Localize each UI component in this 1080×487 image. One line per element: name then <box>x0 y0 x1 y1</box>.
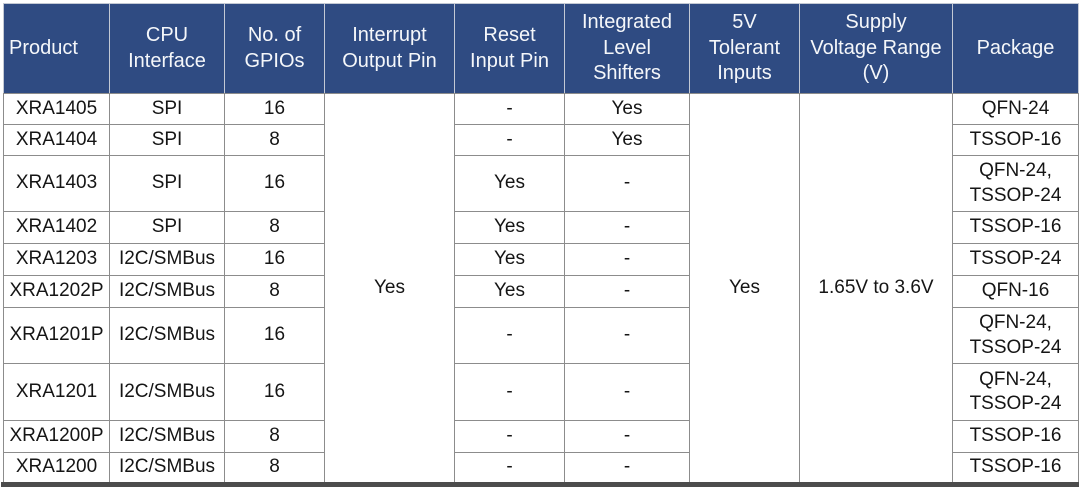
cell-package: TSSOP-16 <box>952 124 1079 156</box>
column-header-package: Package <box>952 3 1079 94</box>
table-row: XRA1200P I2C/SMBus 8 - - TSSOP-16 <box>3 420 1079 453</box>
cell-package: QFN-24 <box>952 93 1079 125</box>
cell-gpios: 8 <box>224 211 325 244</box>
cell-cpu-interface: SPI <box>109 93 225 125</box>
cell-gpios: 16 <box>224 363 325 421</box>
cell-cpu-interface: I2C/SMBus <box>109 275 225 308</box>
cell-package: TSSOP-16 <box>952 452 1079 483</box>
cell-product: XRA1404 <box>3 124 110 156</box>
table-row: XRA1200 I2C/SMBus 8 - - TSSOP-16 <box>3 452 1079 483</box>
cell-product: XRA1403 <box>3 155 110 212</box>
cell-package: QFN-24, TSSOP-24 <box>952 155 1079 212</box>
cell-product: XRA1201 <box>3 363 110 421</box>
cell-cpu-interface: SPI <box>109 155 225 212</box>
cell-gpios: 8 <box>224 275 325 308</box>
cell-supply-voltage-merged: 1.65V to 3.6V <box>799 93 953 483</box>
cell-cpu-interface: I2C/SMBus <box>109 363 225 421</box>
cell-gpios: 16 <box>224 307 325 364</box>
cell-package: QFN-24, TSSOP-24 <box>952 363 1079 421</box>
table-row: XRA1201 I2C/SMBus 16 - - QFN-24, TSSOP-2… <box>3 363 1079 421</box>
cell-cpu-interface: SPI <box>109 124 225 156</box>
cell-gpios: 16 <box>224 93 325 125</box>
cell-reset-input-pin: Yes <box>454 211 565 244</box>
cell-reset-input-pin: - <box>454 307 565 364</box>
table-row: XRA1405 SPI 16 Yes - Yes Yes 1.65V to 3.… <box>3 93 1079 483</box>
cell-level-shifters: - <box>564 275 690 308</box>
table-row: XRA1403 SPI 16 Yes - QFN-24, TSSOP-24 <box>3 155 1079 212</box>
cell-cpu-interface: I2C/SMBus <box>109 420 225 453</box>
cell-cpu-interface: I2C/SMBus <box>109 452 225 483</box>
cell-product: XRA1203 <box>3 243 110 276</box>
column-header-reset-input-pin: Reset Input Pin <box>454 3 565 94</box>
cell-level-shifters: Yes <box>564 93 690 125</box>
cell-level-shifters: - <box>564 363 690 421</box>
column-header-integrated-level-shifters: Integrated Level Shifters <box>564 3 690 94</box>
cell-product: XRA1200P <box>3 420 110 453</box>
cell-package: QFN-24, TSSOP-24 <box>952 307 1079 364</box>
cell-interrupt-output-pin-merged: Yes <box>324 93 455 483</box>
table-body: XRA1405 SPI 16 Yes - Yes Yes 1.65V to 3.… <box>3 93 1079 483</box>
cell-product: XRA1402 <box>3 211 110 244</box>
cell-package: QFN-16 <box>952 275 1079 308</box>
table-row: XRA1203 I2C/SMBus 16 Yes - TSSOP-24 <box>3 243 1079 276</box>
cell-cpu-interface: I2C/SMBus <box>109 243 225 276</box>
cell-level-shifters: - <box>564 211 690 244</box>
cell-cpu-interface: I2C/SMBus <box>109 307 225 364</box>
cell-reset-input-pin: Yes <box>454 155 565 212</box>
cell-cpu-interface: SPI <box>109 211 225 244</box>
cell-package: TSSOP-16 <box>952 211 1079 244</box>
table-row: XRA1202P I2C/SMBus 8 Yes - QFN-16 <box>3 275 1079 308</box>
cell-level-shifters: - <box>564 420 690 453</box>
cell-reset-input-pin: - <box>454 452 565 483</box>
cell-package: TSSOP-24 <box>952 243 1079 276</box>
table-row: XRA1201P I2C/SMBus 16 - - QFN-24, TSSOP-… <box>3 307 1079 364</box>
column-header-gpios: No. of GPIOs <box>224 3 325 94</box>
cell-reset-input-pin: - <box>454 93 565 125</box>
cell-level-shifters: Yes <box>564 124 690 156</box>
cell-product: XRA1202P <box>3 275 110 308</box>
cell-level-shifters: - <box>564 307 690 364</box>
column-header-supply-voltage-range: Supply Voltage Range (V) <box>799 3 953 94</box>
cell-product: XRA1201P <box>3 307 110 364</box>
cell-level-shifters: - <box>564 452 690 483</box>
cell-reset-input-pin: Yes <box>454 275 565 308</box>
table-header: Product CPU Interface No. of GPIOs Inter… <box>3 3 1079 94</box>
cell-level-shifters: - <box>564 155 690 212</box>
cell-level-shifters: - <box>564 243 690 276</box>
cell-reset-input-pin: Yes <box>454 243 565 276</box>
cell-product: XRA1200 <box>3 452 110 483</box>
table-row: XRA1404 SPI 8 - Yes TSSOP-16 <box>3 124 1079 156</box>
cell-reset-input-pin: - <box>454 363 565 421</box>
cell-gpios: 16 <box>224 155 325 212</box>
column-header-interrupt-output-pin: Interrupt Output Pin <box>324 3 455 94</box>
column-header-product: Product <box>3 3 110 94</box>
cell-product: XRA1405 <box>3 93 110 125</box>
cell-gpios: 8 <box>224 452 325 483</box>
cell-reset-input-pin: - <box>454 420 565 453</box>
column-header-cpu-interface: CPU Interface <box>109 3 225 94</box>
cell-package: TSSOP-16 <box>952 420 1079 453</box>
cell-5v-tolerant-merged: Yes <box>689 93 800 483</box>
cell-reset-input-pin: - <box>454 124 565 156</box>
cell-gpios: 8 <box>224 124 325 156</box>
cell-gpios: 8 <box>224 420 325 453</box>
table-bottom-border <box>1 482 1079 487</box>
header-row: Product CPU Interface No. of GPIOs Inter… <box>3 3 1079 94</box>
product-comparison-table: Product CPU Interface No. of GPIOs Inter… <box>3 3 1079 483</box>
column-header-5v-tolerant-inputs: 5V Tolerant Inputs <box>689 3 800 94</box>
cell-gpios: 16 <box>224 243 325 276</box>
table-row: XRA1402 SPI 8 Yes - TSSOP-16 <box>3 211 1079 244</box>
